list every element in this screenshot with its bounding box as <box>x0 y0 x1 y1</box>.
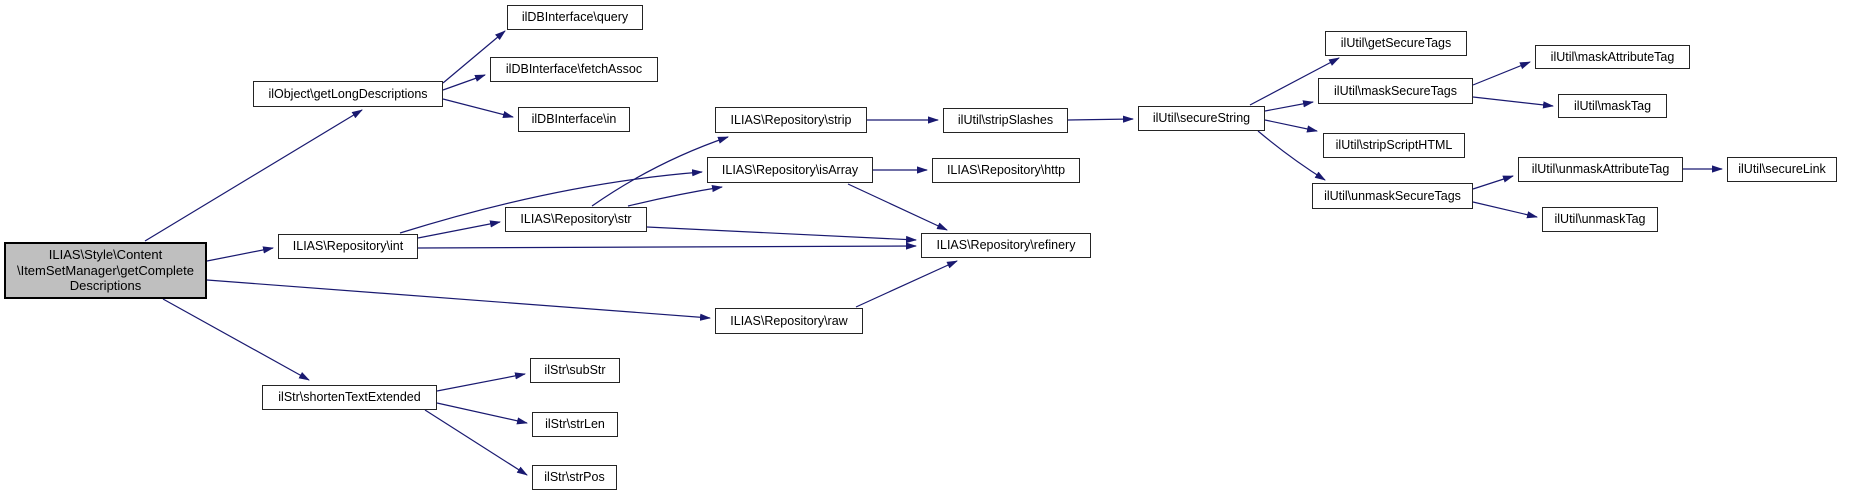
edge-int-str <box>417 220 501 239</box>
edge-str-isArray <box>627 185 723 207</box>
edge-main-getLongDescriptions <box>144 109 363 242</box>
node-isArray[interactable]: ILIAS\Repository\isArray <box>707 157 873 183</box>
edge-maskSecureTags-maskTag <box>1472 96 1554 109</box>
node-secureString[interactable]: ilUtil\secureString <box>1138 106 1265 131</box>
node-unmaskAttributeTag[interactable]: ilUtil\unmaskAttributeTag <box>1518 157 1683 182</box>
node-strPos[interactable]: ilStr\strPos <box>532 465 617 490</box>
edge-shortenTextExtended-strPos <box>424 409 528 476</box>
edge-unmaskSecureTags-unmaskTag <box>1472 201 1538 219</box>
node-strip[interactable]: ILIAS\Repository\strip <box>715 107 867 133</box>
edge-secureString-maskSecureTags <box>1264 100 1314 112</box>
node-secureLink[interactable]: ilUtil\secureLink <box>1727 157 1837 182</box>
edge-secureString-unmaskSecureTags <box>1257 130 1326 181</box>
edge-getLongDescriptions-fetchAssoc <box>442 74 486 91</box>
edges-group <box>144 30 1723 476</box>
node-http[interactable]: ILIAS\Repository\http <box>932 158 1080 183</box>
edge-str-refinery <box>646 226 917 244</box>
edge-secureString-getSecureTags <box>1249 57 1340 106</box>
edge-isArray-refinery <box>847 183 948 231</box>
node-label-line: ILIAS\Style\Content <box>48 247 163 263</box>
node-int[interactable]: ILIAS\Repository\int <box>278 234 418 259</box>
edge-main-raw <box>206 279 711 321</box>
node-unmaskTag[interactable]: ilUtil\unmaskTag <box>1542 207 1658 232</box>
edge-unmaskSecureTags-unmaskAttributeTag <box>1472 175 1514 190</box>
edge-str-strip <box>591 136 729 207</box>
node-strLen[interactable]: ilStr\strLen <box>532 412 618 437</box>
node-getLongDescriptions[interactable]: ilObject\getLongDescriptions <box>253 81 443 107</box>
node-raw[interactable]: ILIAS\Repository\raw <box>715 308 863 334</box>
node-maskTag[interactable]: ilUtil\maskTag <box>1558 94 1667 118</box>
edge-main-int <box>206 246 274 262</box>
edge-shortenTextExtended-subStr <box>436 372 526 392</box>
node-getSecureTags[interactable]: ilUtil\getSecureTags <box>1325 31 1467 56</box>
edge-getLongDescriptions-in <box>442 98 514 118</box>
edge-getLongDescriptions-query <box>442 30 506 84</box>
edge-main-shortenTextExtended <box>162 298 310 381</box>
edge-shortenTextExtended-strLen <box>436 402 528 425</box>
edge-int-isArray <box>399 169 703 234</box>
node-stripSlashes[interactable]: ilUtil\stripSlashes <box>943 108 1068 133</box>
node-stripScriptHTML[interactable]: ilUtil\stripScriptHTML <box>1323 133 1465 158</box>
node-in[interactable]: ilDBInterface\in <box>518 107 630 132</box>
node-maskAttributeTag[interactable]: ilUtil\maskAttributeTag <box>1535 45 1690 69</box>
node-query[interactable]: ilDBInterface\query <box>507 5 643 30</box>
node-main: ILIAS\Style\Content\ItemSetManager\getCo… <box>4 242 207 299</box>
node-label-line: \ItemSetManager\getComplete <box>16 262 195 278</box>
edge-secureString-stripScriptHTML <box>1264 119 1318 133</box>
node-subStr[interactable]: ilStr\subStr <box>530 358 620 383</box>
node-fetchAssoc[interactable]: ilDBInterface\fetchAssoc <box>490 57 658 82</box>
edge-int-refinery <box>417 242 917 250</box>
node-label-line: Descriptions <box>69 278 142 294</box>
edge-stripSlashes-secureString <box>1067 115 1134 123</box>
node-maskSecureTags[interactable]: ilUtil\maskSecureTags <box>1318 78 1473 104</box>
node-shortenTextExtended[interactable]: ilStr\shortenTextExtended <box>262 385 437 410</box>
node-str[interactable]: ILIAS\Repository\str <box>505 207 647 232</box>
edge-maskSecureTags-maskAttributeTag <box>1472 61 1531 86</box>
edge-raw-refinery <box>855 260 958 308</box>
node-unmaskSecureTags[interactable]: ilUtil\unmaskSecureTags <box>1312 183 1473 209</box>
node-refinery[interactable]: ILIAS\Repository\refinery <box>921 233 1091 258</box>
